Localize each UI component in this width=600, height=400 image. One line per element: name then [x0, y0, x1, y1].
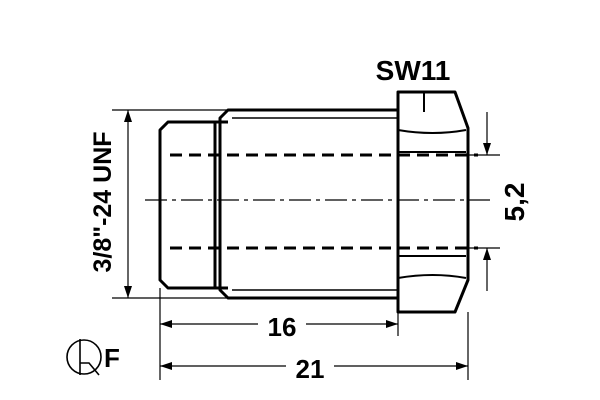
bore-hidden-lines	[170, 153, 478, 250]
thread-label: 3/8"-24 UNF	[89, 131, 117, 272]
bore-label: 5,2	[499, 183, 530, 222]
fitting-nose	[158, 120, 228, 290]
flare-symbol-icon	[66, 339, 102, 376]
length-21-label: 21	[296, 354, 325, 384]
hex-facets	[397, 92, 467, 279]
length-16-label: 16	[268, 312, 297, 342]
thread-lines	[232, 117, 398, 291]
fitting-body	[158, 90, 470, 314]
fitting-hex-head	[396, 90, 470, 314]
fitting-thread-section	[218, 108, 400, 300]
thread-dimension	[112, 109, 228, 299]
type-label: F	[104, 343, 120, 373]
bore-dimension	[466, 112, 500, 291]
hex-size-label: SW11	[376, 55, 451, 86]
